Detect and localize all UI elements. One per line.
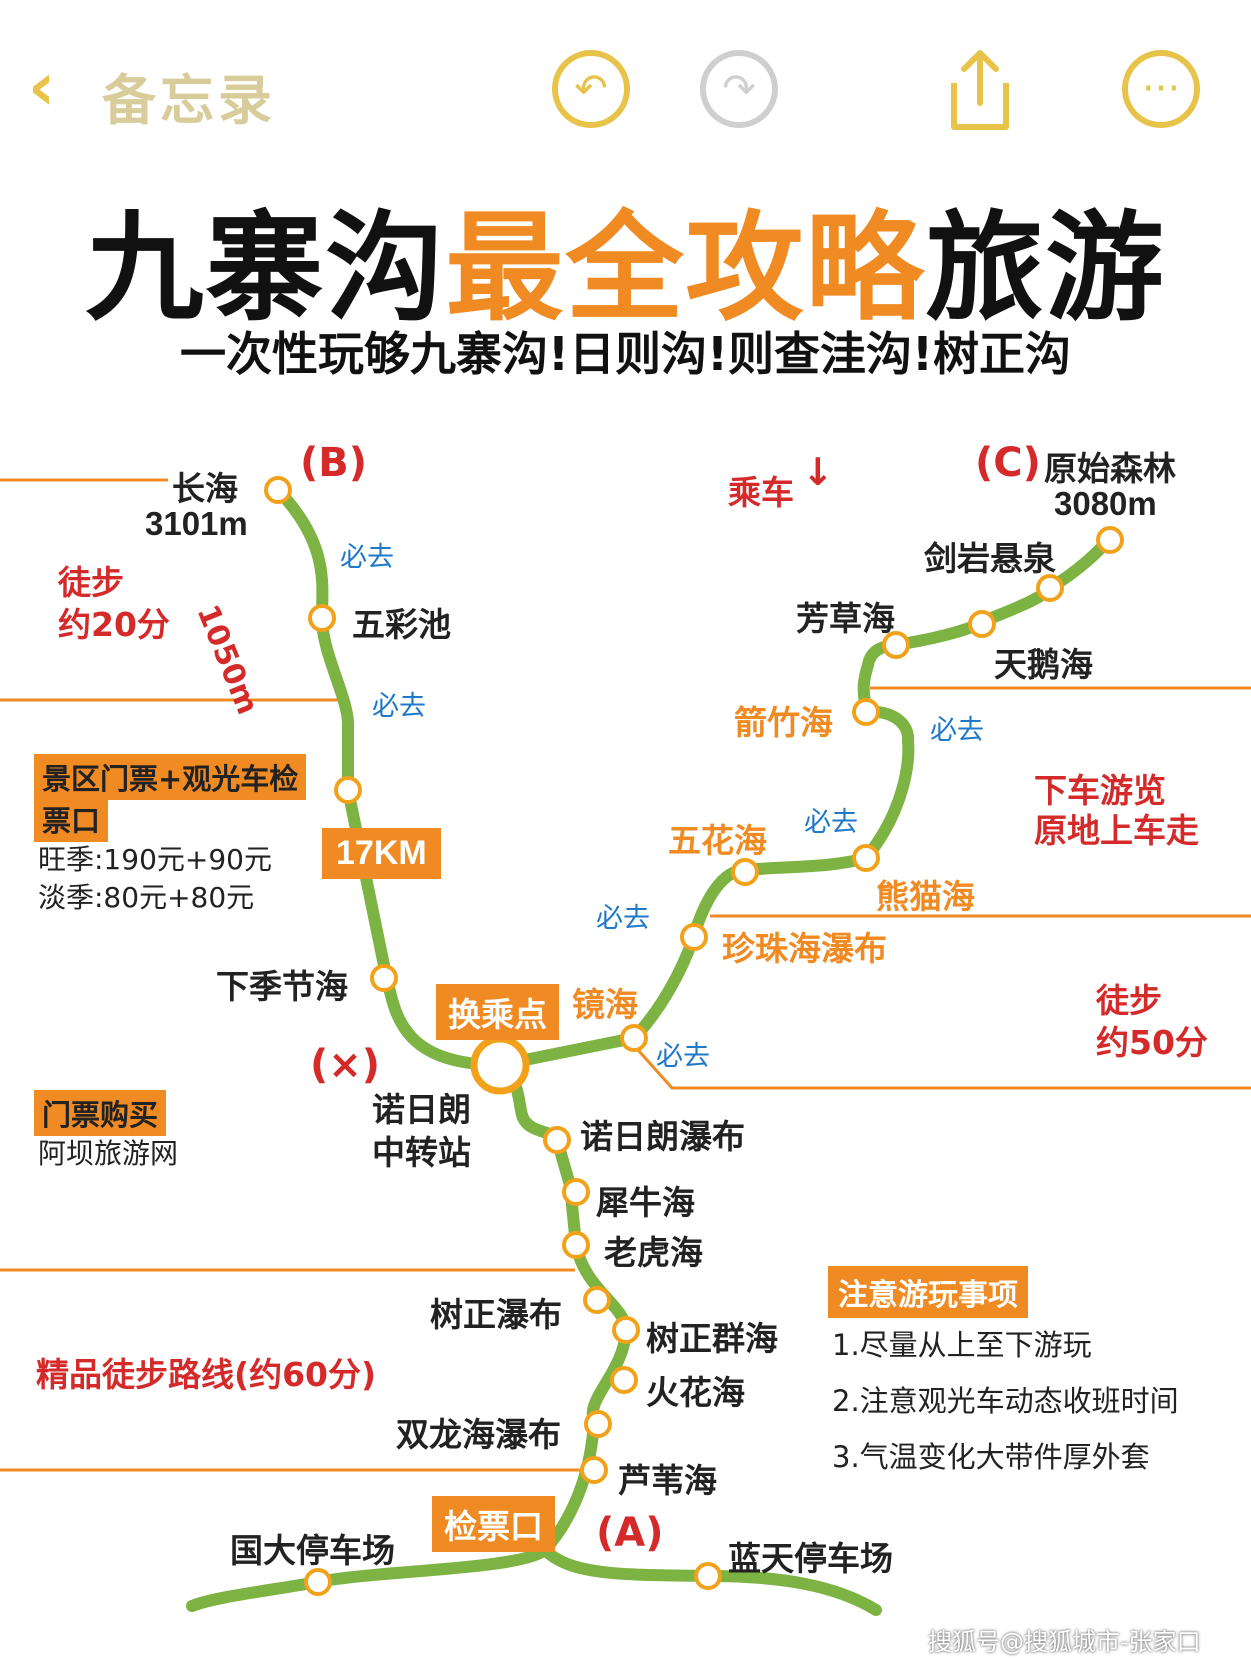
station-changhai: 长海 <box>172 469 238 508</box>
back-label[interactable]: 备忘录 <box>102 69 276 132</box>
back-chevron-icon[interactable]: ‹ <box>28 48 56 125</box>
dot-tiane <box>968 610 996 638</box>
dot-xiajijiehai <box>370 964 398 992</box>
dot-huohua <box>610 1366 638 1394</box>
station-nuorilang-2: 中转站 <box>372 1133 471 1172</box>
dot-guoda <box>304 1568 332 1596</box>
station-xiniu: 犀牛海 <box>596 1183 695 1222</box>
station-wuhua: 五花海 <box>668 821 767 860</box>
station-xiajijiehai: 下季节海 <box>216 967 348 1006</box>
ticket-title-tag-2: 票口 <box>34 796 109 842</box>
dot-laohu <box>562 1231 590 1259</box>
dot-xiongmao <box>852 844 880 872</box>
must-go-label: 必去 <box>804 807 858 838</box>
dot-luwei <box>580 1456 608 1484</box>
dot-transfer-hub <box>470 1035 530 1095</box>
route-left-branch <box>272 484 506 1071</box>
title-part-1: 九寨沟 <box>85 199 446 337</box>
station-laohu: 老虎海 <box>604 1233 703 1272</box>
walk-20-line1: 徒步 <box>58 563 124 602</box>
station-shuzheng-falls: 树正瀑布 <box>430 1295 562 1334</box>
ride-label: 乘车 <box>728 473 794 512</box>
dot-fangcao <box>882 631 910 659</box>
top-bar: ‹ 备忘录 ↶ ↷ ··· <box>0 0 1251 170</box>
dot-wucaichi <box>308 604 336 632</box>
must-go-label: 必去 <box>656 1041 710 1072</box>
walk-50-line1: 徒步 <box>1096 981 1162 1020</box>
dot-ticket-gate <box>334 776 362 804</box>
station-changhai-altitude: 3101m <box>145 505 248 542</box>
transfer-point-badge: 换乘点 <box>436 984 559 1040</box>
dot-nuorilang-falls <box>543 1126 571 1154</box>
dot-shuzheng-lakes <box>612 1316 640 1344</box>
station-lantian: 蓝天停车场 <box>728 1539 893 1578</box>
station-luwei: 芦苇海 <box>618 1461 717 1500</box>
note-item-3: 3.气温变化大带件厚外套 <box>832 1440 1150 1474</box>
section-line-lower-right <box>636 1048 1251 1090</box>
station-zhenzhu: 珍珠海瀑布 <box>722 929 887 968</box>
dot-changhai <box>264 476 292 504</box>
dot-wuhua <box>731 858 759 886</box>
station-huohua: 火花海 <box>646 1373 745 1412</box>
get-off-line1: 下车游览 <box>1034 771 1166 810</box>
must-go-label: 必去 <box>340 542 394 573</box>
undo-icon[interactable]: ↶ <box>552 50 630 128</box>
dot-lantian <box>694 1562 722 1590</box>
walk-20-line2: 约20分 <box>58 605 170 644</box>
station-jianzhu: 箭竹海 <box>734 703 833 742</box>
dot-yuanshi <box>1096 526 1124 554</box>
distance-17km-badge: 17KM <box>322 828 441 879</box>
title-part-2: 最全攻略 <box>445 199 926 337</box>
more-icon[interactable]: ··· <box>1122 50 1200 128</box>
must-go-label: 必去 <box>596 903 650 934</box>
dot-zhenzhu <box>680 923 708 951</box>
redo-icon[interactable]: ↷ <box>700 50 778 128</box>
dot-jinghai <box>620 1024 648 1052</box>
station-shuzheng-lakes: 树正群海 <box>646 1319 778 1358</box>
marker-a: (A) <box>596 1510 664 1556</box>
station-jinghai: 镜海 <box>572 985 638 1024</box>
dot-xiniu <box>562 1178 590 1206</box>
page-title: 九寨沟最全攻略旅游 <box>0 172 1251 343</box>
walk-50-line2: 约50分 <box>1096 1023 1208 1062</box>
marker-b: (B) <box>300 440 368 486</box>
note-item-2: 2.注意观光车动态收班时间 <box>832 1384 1179 1418</box>
ticket-buy-tag: 门票购买 <box>34 1090 167 1136</box>
station-jianyan: 剑岩悬泉 <box>924 539 1056 578</box>
dot-jianyan <box>1036 574 1064 602</box>
ticket-off-price: 淡季:80元+80元 <box>38 881 255 914</box>
title-part-3: 旅游 <box>925 199 1166 337</box>
station-nuorilang-1: 诺日朗 <box>372 1090 471 1129</box>
notes-title-tag: 注意游玩事项 <box>828 1266 1028 1318</box>
page-subtitle: 一次性玩够九寨沟!日则沟!则查洼沟!树正沟 <box>180 327 1071 381</box>
hike-route-label: 精品徒步路线(约60分) <box>36 1355 377 1394</box>
marker-c: (C) <box>975 440 1041 486</box>
section-lines <box>0 478 1251 1472</box>
note-item-1: 1.尽量从上至下游玩 <box>832 1328 1092 1362</box>
station-nuorilang-falls: 诺日朗瀑布 <box>580 1117 745 1156</box>
station-guoda: 国大停车场 <box>230 1531 395 1570</box>
station-yuanshi-altitude: 3080m <box>1054 485 1157 522</box>
station-tiane: 天鹅海 <box>994 645 1093 684</box>
share-icon[interactable] <box>940 45 1020 135</box>
station-shuanglong: 双龙海瀑布 <box>396 1415 561 1454</box>
ticket-buy-site: 阿坝旅游网 <box>38 1137 179 1170</box>
marker-x: (×) <box>310 1042 381 1088</box>
dot-shuzheng-falls <box>583 1286 611 1314</box>
dot-jianzhu <box>852 698 880 726</box>
dot-shuanglong <box>584 1410 612 1438</box>
ticket-peak-price: 旺季:190元+90元 <box>38 843 272 876</box>
checkpoint-badge: 检票口 <box>432 1496 555 1552</box>
station-yuanshi: 原始森林 <box>1044 449 1176 488</box>
station-xiongmao: 熊猫海 <box>876 877 975 916</box>
must-go-label: 必去 <box>372 691 426 722</box>
station-fangcao: 芳草海 <box>796 599 895 638</box>
ride-arrow-icon: ↓ <box>802 450 834 494</box>
ticket-title-tag: 景区门票+观光车检 <box>34 754 307 800</box>
watermark: 搜狐号@搜狐城市-张家口 <box>928 1628 1201 1656</box>
station-wucaichi: 五彩池 <box>352 605 451 644</box>
get-off-line2: 原地上车走 <box>1034 811 1199 850</box>
must-go-label: 必去 <box>930 715 984 746</box>
